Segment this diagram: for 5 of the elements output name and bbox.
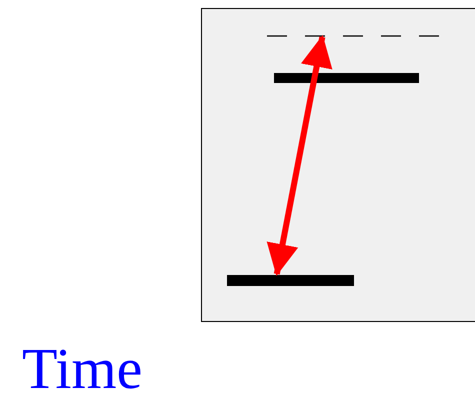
energy-level-bar xyxy=(274,73,419,83)
double-headed-arrow xyxy=(266,35,332,276)
axis-label: Time xyxy=(22,340,142,398)
energy-level-bar xyxy=(227,275,354,286)
diagram-panel xyxy=(201,8,475,322)
